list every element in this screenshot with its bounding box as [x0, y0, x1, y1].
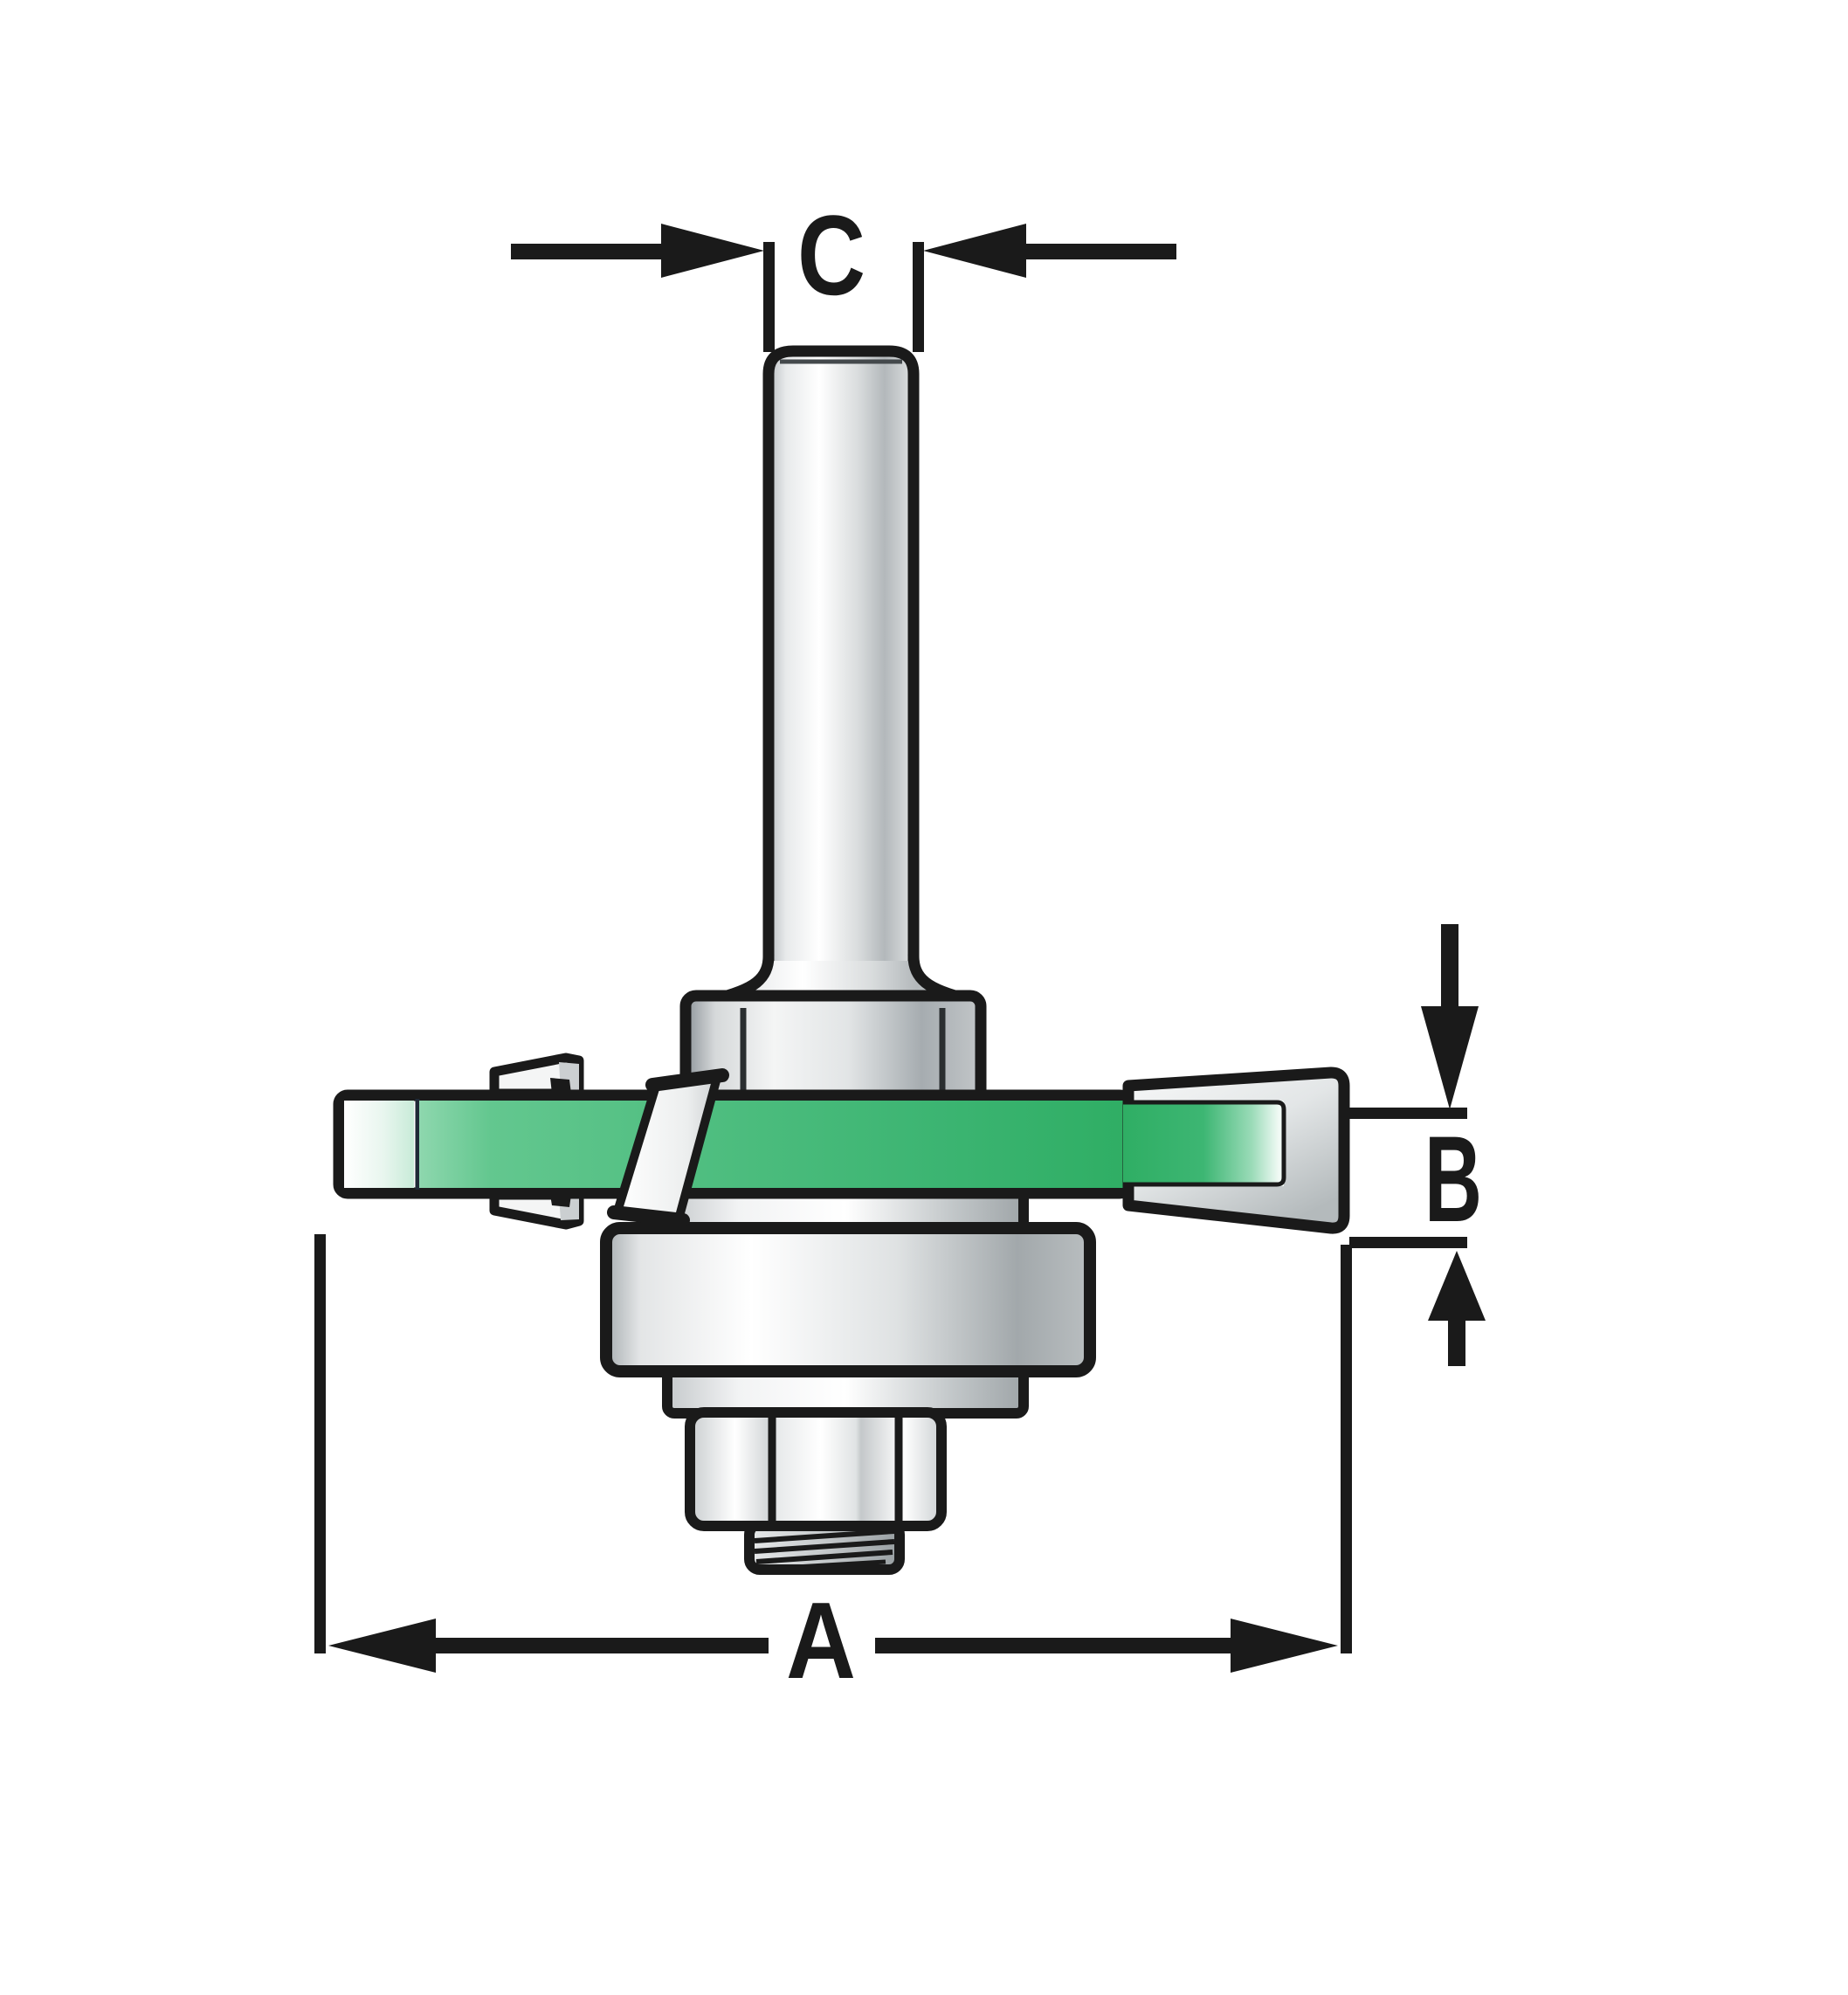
dimension-b: B: [1349, 924, 1486, 1366]
dim-a-label: A: [786, 1581, 856, 1702]
dim-c-left-tick: [763, 242, 775, 352]
hex-nut: [685, 1407, 947, 1531]
wing-front-top-cap: [645, 1068, 729, 1092]
shank-body: [762, 345, 920, 1001]
bearing: [600, 1222, 1096, 1377]
thread-line: [754, 1529, 895, 1543]
collar-body: [679, 990, 987, 1108]
dim-c-left-arrow-icon: [661, 224, 764, 278]
slot-cutter-blade: [333, 1089, 1134, 1199]
dim-b-down-arrow-shaft: [1441, 924, 1458, 1011]
dim-a-left-extension-line: [314, 1234, 326, 1653]
dimension-c: C: [511, 191, 1176, 352]
dim-b-up-arrow-shaft: [1448, 1319, 1465, 1366]
dim-a-right-arrow-icon: [1231, 1619, 1338, 1673]
thread-line: [755, 1550, 893, 1564]
blade-left-segment: [344, 1101, 414, 1188]
dim-b-label: B: [1424, 1110, 1482, 1247]
tip-green-insert-outline: [1123, 1100, 1286, 1187]
arbor-collar: [679, 990, 987, 1108]
dim-a-left-arrow-shaft: [433, 1638, 769, 1653]
carbide-tip: [1122, 1067, 1350, 1234]
dim-a-right-arrow-shaft: [875, 1638, 1233, 1653]
thread-line: [754, 1539, 895, 1554]
wing-front-bottom-cap: [607, 1205, 690, 1227]
dim-c-right-tick: [913, 242, 924, 352]
dim-b-up-arrow-icon: [1428, 1251, 1486, 1321]
dimension-a: A: [314, 1234, 1352, 1702]
dim-c-label: C: [797, 191, 865, 319]
cutter-wing-front: [607, 1068, 729, 1227]
dim-b-bottom-tick: [1349, 1237, 1467, 1248]
dim-c-left-arrow-shaft: [511, 244, 664, 259]
tip-green-insert: [1123, 1101, 1284, 1186]
dim-b-top-tick: [1349, 1108, 1467, 1119]
dim-c-right-arrow-shaft: [1024, 244, 1176, 259]
dim-b-down-arrow-icon: [1421, 1006, 1479, 1109]
dim-a-left-arrow-icon: [328, 1619, 436, 1673]
thread-line: [764, 1559, 886, 1571]
nut-body: [685, 1407, 947, 1531]
dim-a-right-extension-line: [1341, 1245, 1352, 1653]
dim-c-right-arrow-icon: [923, 224, 1026, 278]
blade-green-body: [419, 1101, 1128, 1188]
